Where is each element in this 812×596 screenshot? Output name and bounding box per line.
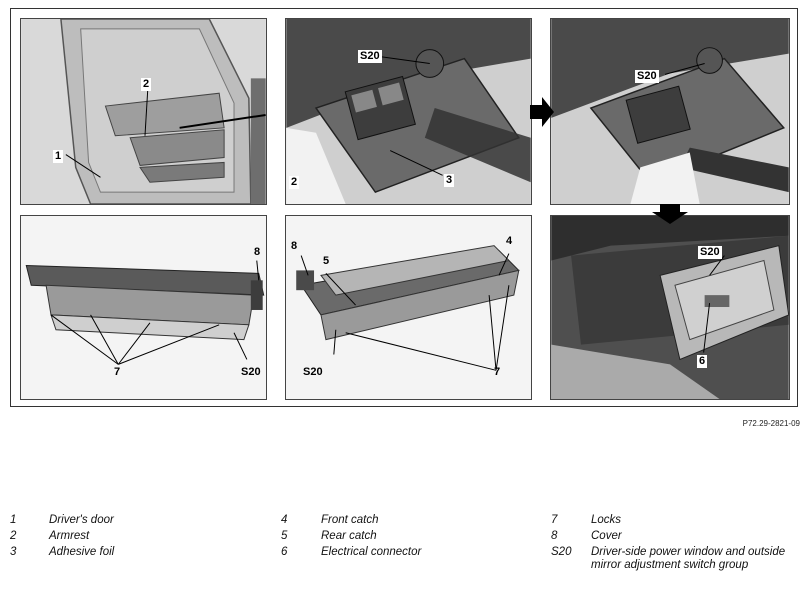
callout-8: 8 — [291, 240, 298, 252]
callout-2: 2 — [141, 78, 152, 91]
connector-illustration — [551, 216, 789, 399]
legend-number: 5 — [281, 530, 288, 542]
lifted-illustration — [551, 19, 789, 204]
panel-switch-lifted: S20 — [550, 18, 790, 205]
callout-6: 6 — [697, 355, 708, 368]
legend-description: Cover — [591, 530, 622, 542]
legend-description: Front catch — [321, 514, 379, 526]
figure-code: P72.29-2821-09 — [742, 419, 800, 428]
callout-2: 2 — [289, 176, 300, 189]
legend: 1 Driver's door 2 Armrest 3 Adhesive foi… — [0, 514, 812, 594]
panel-switch-side: 8 7 S20 — [20, 215, 267, 400]
callout-5: 5 — [323, 255, 330, 267]
legend-number: 4 — [281, 514, 288, 526]
arrow-down-icon — [652, 204, 688, 224]
figure-frame: 1 2 S20 2 3 — [10, 8, 798, 407]
switch-angle-illustration — [286, 216, 531, 399]
legend-description: Locks — [591, 514, 622, 526]
callout-8: 8 — [254, 246, 261, 258]
legend-number: S20 — [551, 546, 572, 558]
legend-description: Rear catch — [321, 530, 377, 542]
callout-s20: S20 — [358, 50, 382, 63]
legend-number: 7 — [551, 514, 558, 526]
arrow-right-icon — [530, 97, 554, 127]
callout-7: 7 — [494, 366, 501, 378]
callout-4: 4 — [506, 235, 513, 247]
legend-description: Driver's door — [49, 514, 114, 526]
callout-s20: S20 — [635, 70, 659, 83]
legend-number: 2 — [10, 530, 17, 542]
callout-1: 1 — [53, 150, 64, 163]
legend-number: 1 — [10, 514, 17, 526]
legend-description: Armrest — [49, 530, 90, 542]
door-illustration — [21, 19, 266, 204]
callout-3: 3 — [444, 174, 455, 187]
callout-s20: S20 — [303, 366, 323, 378]
panel-switch-angle: 8 5 4 S20 7 — [285, 215, 532, 400]
panel-electrical-connector: S20 6 — [550, 215, 790, 400]
legend-description: Adhesive foil — [49, 546, 115, 558]
switch-side-illustration — [21, 216, 266, 399]
legend-description: Electrical connector — [321, 546, 422, 558]
panel-drivers-door: 1 2 — [20, 18, 267, 205]
legend-number: 3 — [10, 546, 17, 558]
legend-number: 8 — [551, 530, 558, 542]
bezel-illustration — [286, 19, 531, 204]
legend-description: Driver-side power window and outside mir… — [591, 546, 786, 571]
legend-number: 6 — [281, 546, 288, 558]
panel-switch-bezel: S20 2 3 — [285, 18, 532, 205]
callout-7: 7 — [114, 366, 121, 378]
callout-s20: S20 — [241, 366, 261, 378]
callout-s20: S20 — [698, 246, 722, 259]
